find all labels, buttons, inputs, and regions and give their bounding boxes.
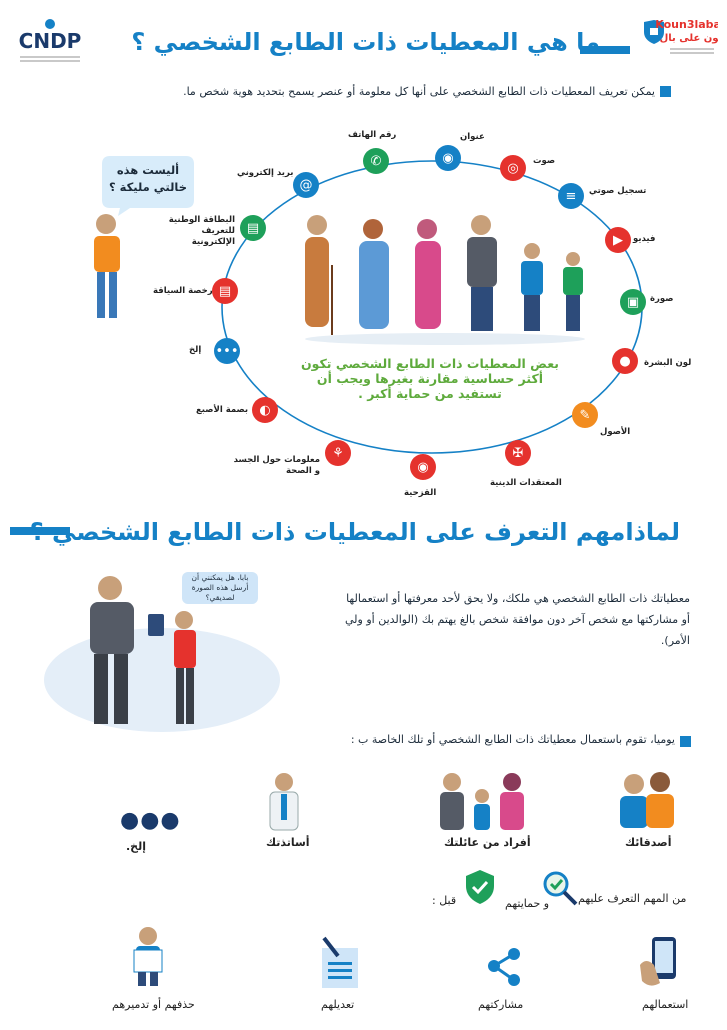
iris-icon: ◉	[410, 454, 436, 480]
sensitive-note: بعض المعطيات ذات الطابع الشخصي تكون أكثر…	[301, 356, 559, 401]
id-card-icon: ▤	[240, 215, 266, 241]
label-photo: صورة	[650, 294, 674, 304]
label-religion: المعتقدات الدينية	[490, 478, 562, 488]
label-email: بريد إلكتروني	[237, 168, 294, 178]
email-icon: @	[293, 172, 319, 198]
label-address: عنوان	[460, 132, 485, 142]
title-accent-bar	[580, 46, 630, 54]
label-etc: إلخ	[189, 345, 202, 355]
label-voice: صوت	[533, 156, 556, 166]
family-members-illustration	[440, 773, 524, 830]
father-son-illustration	[44, 576, 280, 732]
label-recording: تسجيل صوتي	[589, 186, 647, 196]
bullet-square	[660, 86, 671, 97]
more-dots-icon: ●●●	[120, 808, 181, 833]
label-license: رخصة السياقة	[153, 286, 213, 296]
voice-icon: ◎	[500, 155, 526, 181]
label-body: معلومات حول الجسد و الصحة	[233, 455, 320, 476]
group-friends: أصدقائك	[625, 836, 672, 849]
share-icon	[488, 948, 520, 986]
bullet-square	[680, 736, 691, 747]
label-fingerprint: بصمة الأصبع	[196, 405, 249, 415]
family-illustration	[305, 215, 585, 345]
important-text-a: من المهم التعرف عليهم	[578, 892, 687, 905]
phone-hand-icon	[640, 937, 676, 986]
shield-check-icon	[460, 868, 500, 908]
intro-text: يمكن تعريف المعطيات ذات الطابع الشخصي عل…	[183, 85, 655, 98]
kid-speech-text: أليست هذه خالتي مليكة ؟	[108, 163, 188, 194]
son-speech-bubble	[182, 572, 258, 604]
important-text-c: قبل :	[432, 894, 457, 907]
friends-illustration	[620, 772, 674, 828]
group-teachers: أساتذتك	[266, 836, 310, 849]
ownership-paragraph: معطياتك ذات الطابع الشخصي هي ملكك، ولا ي…	[345, 592, 690, 647]
koun3labal-logo: Koun3labal كون على بال	[640, 16, 725, 62]
son-speech-text: بابا، هل يمكنني أن أرسل هذه الصورة لصديق…	[191, 573, 249, 602]
svg-text:CNDP: CNDP	[19, 29, 82, 53]
label-video: فيديو	[633, 234, 656, 244]
kid-illustration	[94, 214, 120, 318]
teacher-illustration	[269, 773, 299, 831]
svg-text:Koun3labal: Koun3labal	[655, 18, 718, 31]
more-dots-icon: •••	[214, 338, 240, 364]
cndp-logo: CNDP	[14, 16, 86, 66]
phone-icon: ✆	[363, 148, 389, 174]
section1-title: ما هي المعطيات ذات الطابع الشخصي ؟	[131, 28, 600, 56]
religion-icon: ✠	[505, 440, 531, 466]
photo-icon: ▣	[620, 289, 646, 315]
important-text-b: و حمايتهم	[505, 897, 550, 910]
section2-title: لماذامهم التعرف على المعطيات ذات الطابع …	[29, 518, 680, 546]
action-delete: حذفهم أو تدميرهم	[112, 998, 195, 1011]
group-etc: إلخ.	[126, 840, 147, 853]
location-pin-icon: ◉	[435, 145, 461, 171]
delete-illustration	[133, 927, 163, 986]
svg-text:كون على بال: كون على بال	[660, 33, 718, 44]
label-skin: لون البشرة	[644, 358, 692, 368]
edit-document-icon	[322, 936, 358, 988]
magnifier-icon	[540, 868, 580, 908]
driving-license-icon: ▤	[212, 278, 238, 304]
video-icon: ▶	[605, 227, 631, 253]
action-use: استعمالهم	[642, 998, 689, 1011]
speech-bubble	[102, 156, 194, 216]
daily-use-text: يوميا، تقوم باستعمال معطياتك ذات الطابع …	[350, 733, 675, 746]
action-share: مشاركتهم	[478, 998, 524, 1011]
group-family: أفراد من عائلتك	[444, 836, 531, 849]
health-icon: ⚘	[325, 440, 351, 466]
label-origins: الأصول	[600, 427, 631, 437]
label-idcard: البطاقة الوطنية للتعريف الإلكترونية	[168, 215, 235, 247]
label-iris: القزحية	[404, 488, 437, 498]
origins-icon: ✎	[572, 402, 598, 428]
audio-recording-icon: ≡	[558, 183, 584, 209]
action-edit: تعديلهم	[321, 998, 355, 1011]
title-accent-bar	[10, 527, 70, 535]
skin-color-icon: ●	[612, 348, 638, 374]
fingerprint-icon: ◐	[252, 397, 278, 423]
label-phone: رقم الهاتف	[348, 130, 397, 140]
